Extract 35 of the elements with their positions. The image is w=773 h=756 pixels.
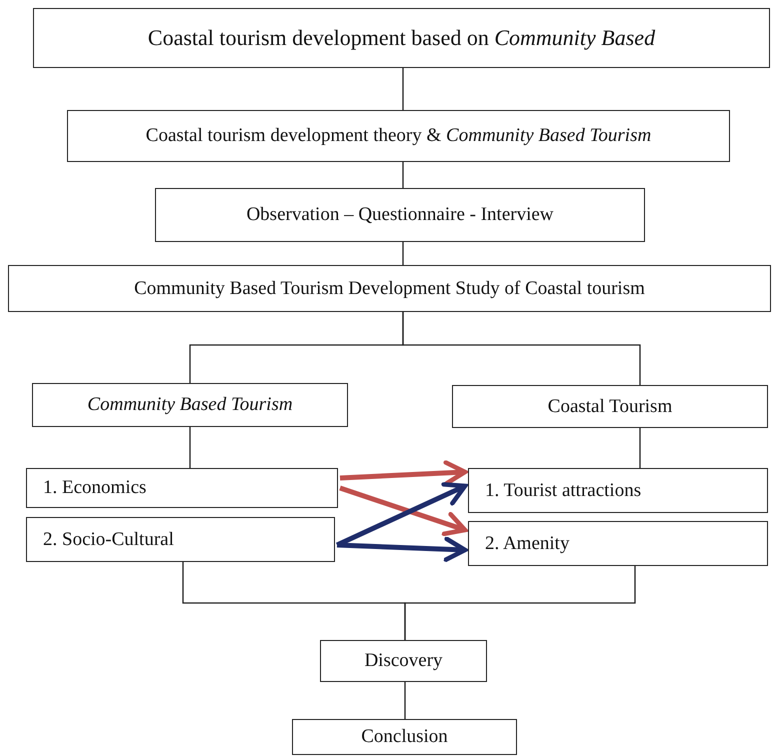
connector-line [402, 242, 404, 265]
box-label: 1. Tourist attractions [485, 480, 642, 502]
process-box [67, 110, 730, 162]
box-label: 2. Amenity [485, 532, 570, 554]
arrow [336, 536, 468, 562]
connector-line [402, 162, 404, 188]
process-box [292, 719, 517, 755]
connector-line [404, 682, 406, 719]
connector-line [189, 427, 191, 468]
connector-line [402, 68, 404, 110]
process-box [33, 8, 770, 68]
process-box [468, 468, 768, 513]
process-box [8, 265, 771, 312]
arrow [336, 482, 468, 548]
box-label: Community Based Tourism Development Study of Coastal tourism [134, 278, 645, 300]
box-label: Coastal tourism development based on Community Based [148, 25, 656, 51]
connector-line [404, 566, 636, 640]
process-box [26, 517, 335, 562]
box-label: Discovery [364, 650, 443, 672]
box-label: Coastal Tourism [548, 396, 672, 418]
connector-line [402, 312, 641, 385]
arrow [339, 486, 468, 536]
process-box [155, 188, 645, 242]
box-label: 2. Socio-Cultural [43, 528, 174, 550]
box-label: Coastal tourism development theory & Community Based Tourism [146, 125, 652, 147]
box-label: Observation – Questionnaire - Interview [246, 204, 554, 226]
process-box [452, 385, 768, 428]
box-label: 1. Economics [43, 477, 146, 499]
process-box [32, 383, 348, 427]
box-label: Conclusion [361, 726, 448, 748]
box-label: Community Based Tourism [87, 394, 293, 416]
process-box [468, 521, 768, 566]
connector-line [639, 428, 641, 468]
process-box [320, 640, 487, 682]
process-box [26, 468, 338, 508]
